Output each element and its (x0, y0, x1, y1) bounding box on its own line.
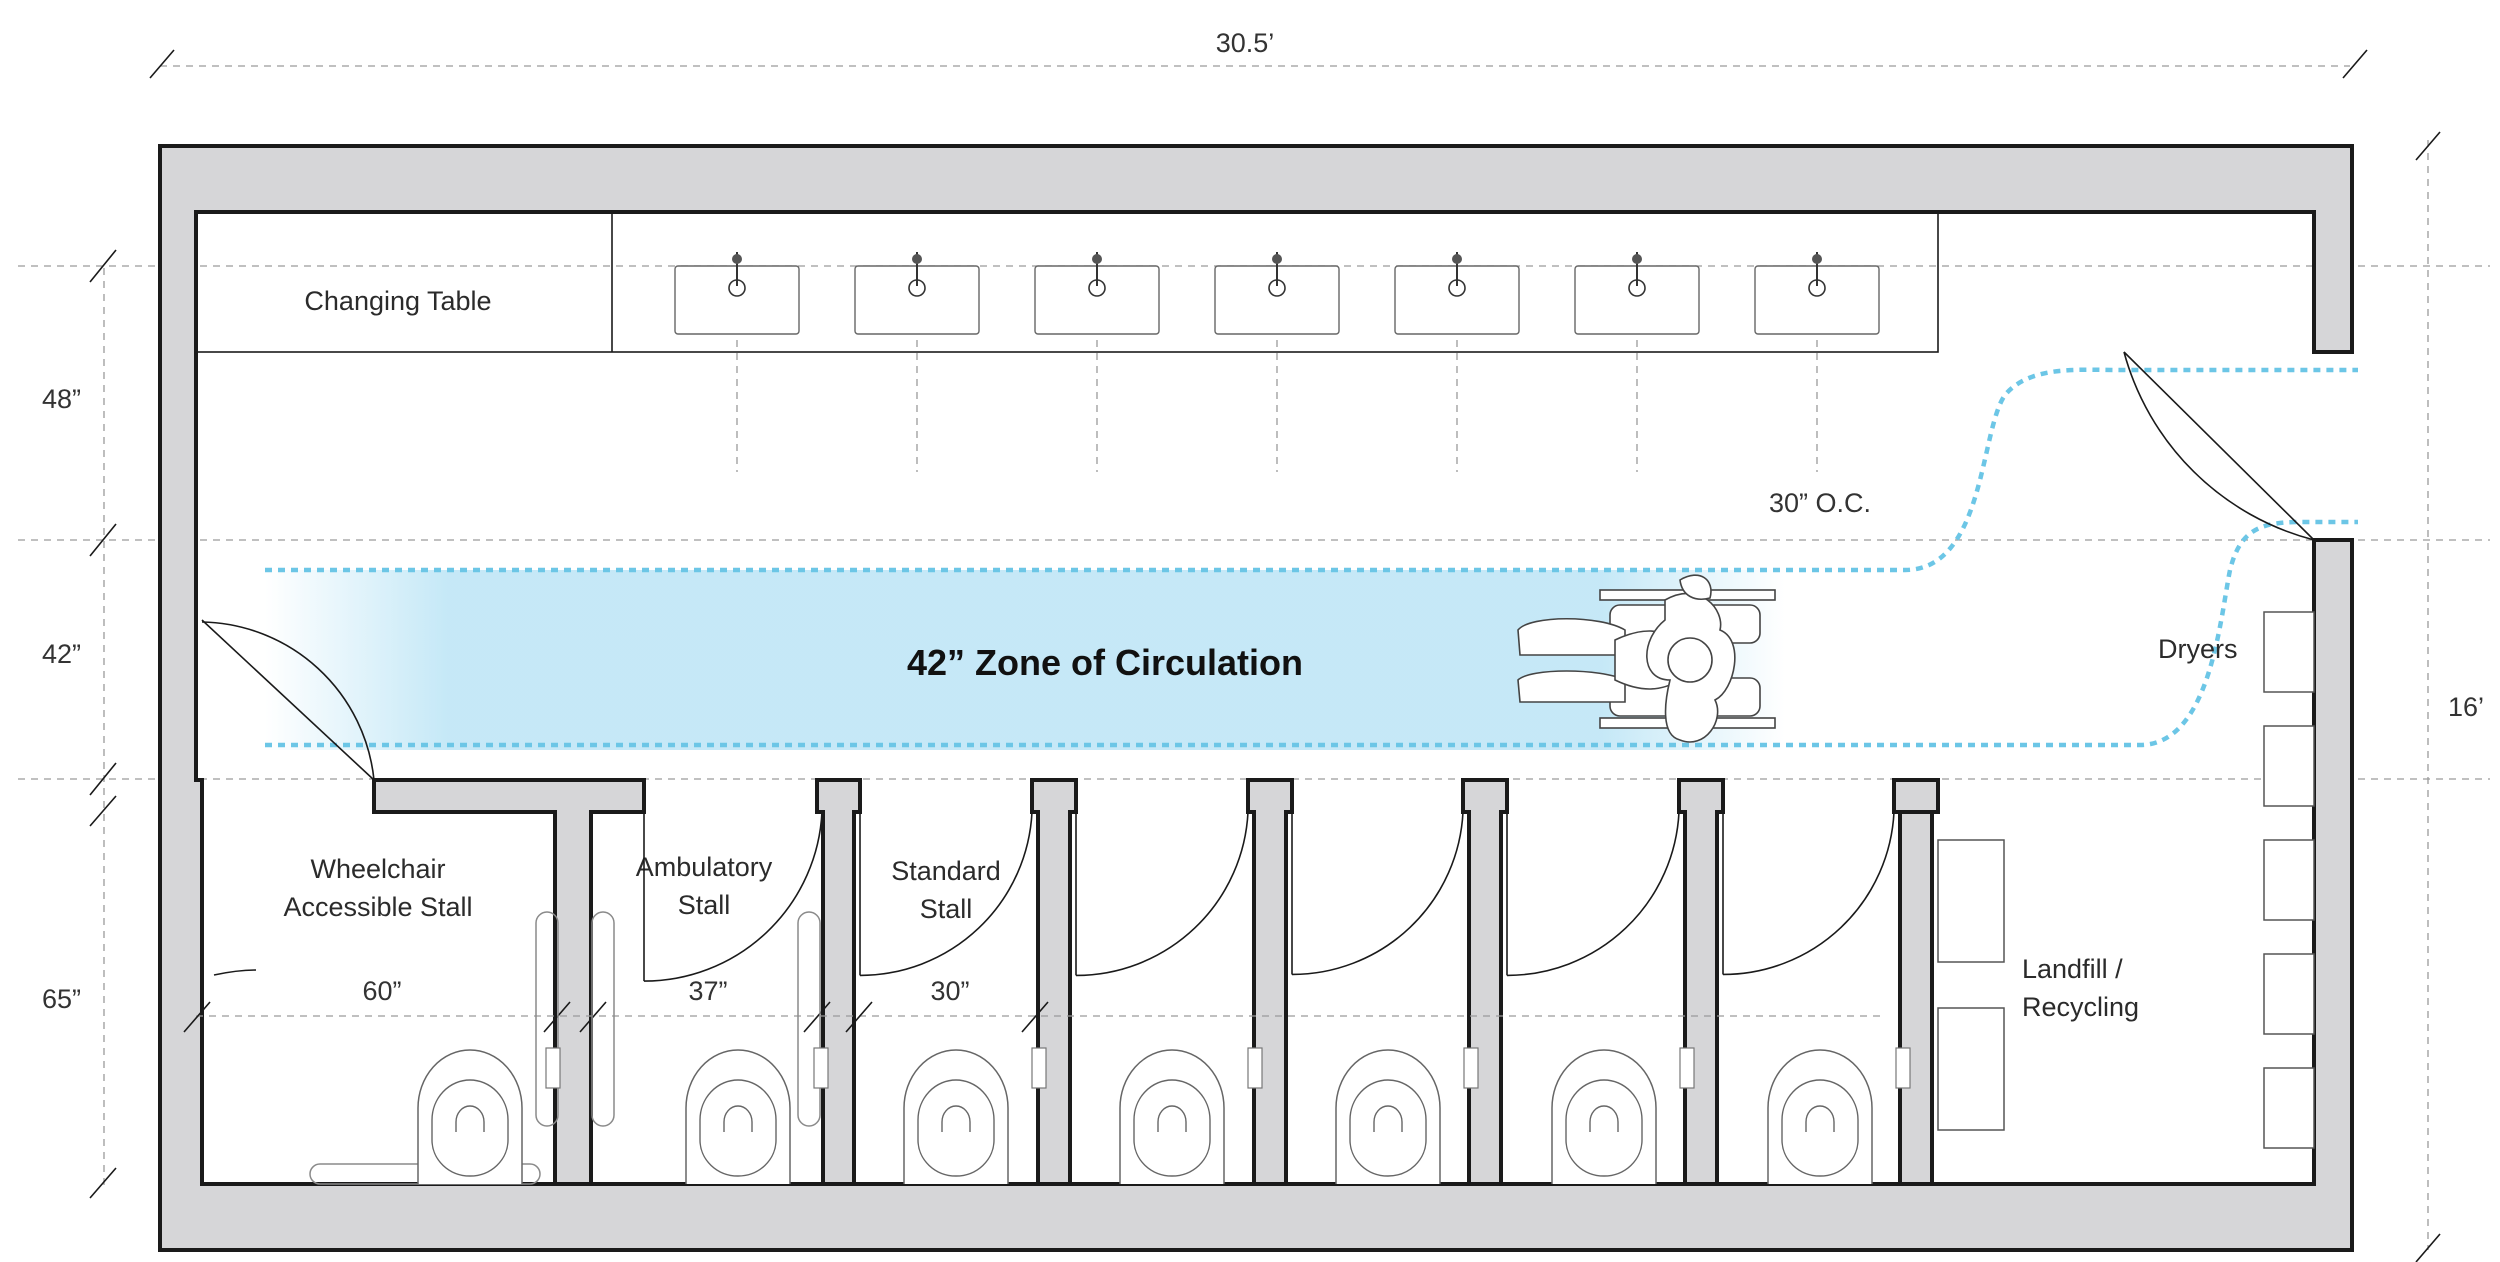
entry-door (2123, 351, 2315, 541)
sink (1214, 252, 1340, 472)
hand-dryers (2263, 611, 2315, 1149)
ambulatory-stall-label-line1: Ambulatory (636, 852, 773, 882)
stall-partitions (372, 778, 1940, 1186)
toilet (417, 1047, 561, 1184)
ambulatory-stall-width: 37” (688, 976, 727, 1006)
sink-spacing-label: 30” O.C. (1769, 488, 1871, 518)
exterior-wall (158, 144, 2354, 1252)
stall-door (859, 811, 1033, 977)
wheelchair-stall-label-line1: Wheelchair (310, 854, 445, 884)
stall-door (1506, 811, 1680, 977)
toilet (1335, 1047, 1479, 1184)
row-stalls-label: 65” (42, 984, 81, 1014)
toilet (1551, 1047, 1695, 1184)
sink (854, 252, 980, 472)
hand-dryer (2263, 725, 2315, 807)
circulation-zone-label: 42” Zone of Circulation (907, 642, 1303, 683)
hand-dryer (2263, 839, 2315, 921)
recycling-bin (1937, 1007, 2005, 1131)
hand-dryer (2263, 611, 2315, 693)
stall-door (643, 811, 823, 982)
row-circulation-label: 42” (42, 639, 81, 669)
toilet (1767, 1047, 1911, 1184)
sink (1034, 252, 1160, 472)
stall-width-dimensions: 60” 37” 30” (183, 976, 1880, 1033)
row-sinks-label: 48” (42, 384, 81, 414)
circulation-zone (265, 570, 1785, 750)
changing-table-label: Changing Table (304, 286, 491, 316)
hand-dryer (2263, 1067, 2315, 1149)
dryers-label: Dryers (2158, 634, 2238, 664)
vanity-counter: Changing Table (195, 211, 1939, 353)
sink (1754, 252, 1880, 472)
wheelchair-stall-label-line2: Accessible Stall (283, 892, 472, 922)
sink (1394, 252, 1520, 472)
stall-door (1722, 811, 1895, 976)
sink (674, 252, 800, 472)
wheelchair-stall-width: 60” (362, 976, 401, 1006)
toilet (903, 1047, 1047, 1184)
last-partition-cap (1892, 778, 1940, 814)
sink (1574, 252, 1700, 472)
overall-width-dimension: 30.5’ (149, 28, 2368, 79)
ambulatory-stall-label-line2: Stall (678, 890, 731, 920)
waste-bins: Landfill / Recycling (1937, 839, 2139, 1131)
sink-row (674, 252, 1880, 472)
overall-depth-label: 16’ (2448, 692, 2484, 722)
hand-dryer (2263, 953, 2315, 1035)
landfill-label-line2: Recycling (2022, 992, 2139, 1022)
overall-depth-dimension: 16’ (2415, 131, 2484, 1262)
standard-stall-label-line1: Standard (891, 856, 1001, 886)
stall-door (1075, 811, 1249, 977)
circulation-path-upper (265, 367, 2358, 573)
toilet (1119, 1047, 1263, 1184)
landfill-bin (1937, 839, 2005, 963)
landfill-label-line1: Landfill / (2022, 954, 2123, 984)
wheelchair-stall-door (201, 619, 375, 976)
standard-stall-label-line2: Stall (920, 894, 973, 924)
toilet (685, 1047, 829, 1184)
standard-stall-width: 30” (930, 976, 969, 1006)
circulation-path-lower (265, 519, 2358, 748)
wheelchair-user-figure (1517, 574, 1776, 743)
stall-door (1291, 811, 1464, 976)
stall-doors (643, 811, 1895, 982)
toilets (417, 1047, 1911, 1184)
overall-width-label: 30.5’ (1216, 28, 1275, 58)
